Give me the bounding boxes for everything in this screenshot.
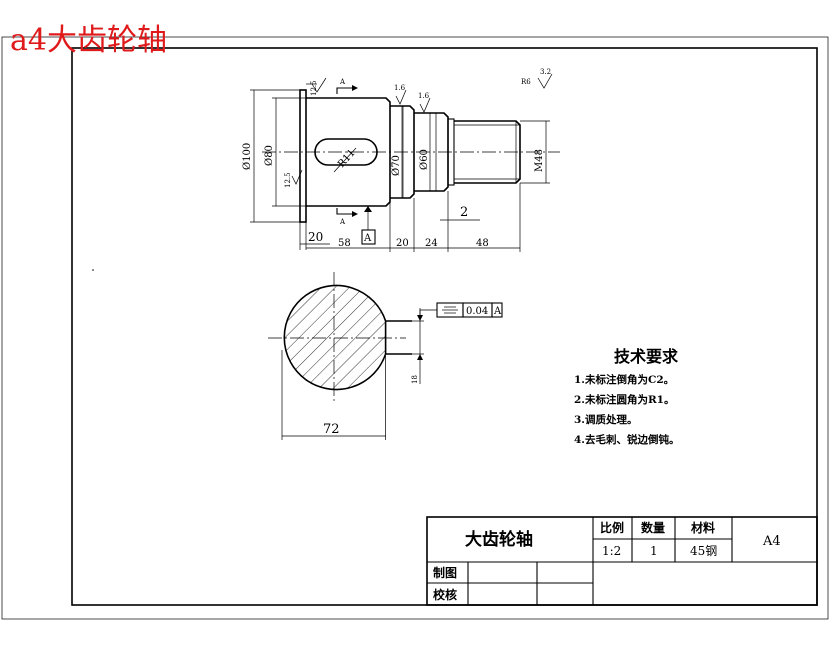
title-header-quantity: 数量	[641, 520, 665, 535]
svg-text:Ø100: Ø100	[242, 143, 253, 170]
dim-diameter-100: Ø100	[242, 89, 300, 223]
tech-req-title: 技术要求	[614, 347, 679, 366]
main-view: R11 A A A 12.5 12.5 1.6 1.6	[242, 68, 560, 252]
relief-groove	[447, 118, 455, 186]
title-drawn-by: 制图	[433, 565, 457, 580]
dim-length-58: 58	[338, 238, 351, 249]
tech-req-item-3: 3.调质处理。	[574, 413, 637, 426]
section-mark-bottom	[336, 208, 352, 215]
section-arrow-top	[352, 85, 358, 91]
svg-text:72: 72	[323, 422, 340, 437]
dim-thread-m48: M48	[520, 120, 550, 184]
title-checked-by: 校核	[433, 587, 457, 602]
title-header-scale: 比例	[600, 520, 624, 535]
flange-outline	[299, 89, 307, 223]
roughness-body-left: 12.5	[284, 169, 303, 188]
svg-text:M48: M48	[534, 149, 545, 172]
dim-length-48: 48	[476, 238, 489, 249]
dim-section-72: 72	[281, 350, 386, 440]
svg-text:Ø60: Ø60	[419, 149, 430, 170]
roughness-flange: 12.5	[306, 77, 327, 96]
title-block: 大齿轮轴 比例 数量 材料 1:2 1 45钢 A4 制图 校核	[426, 516, 818, 606]
title-sheet-size: A4	[762, 534, 781, 549]
svg-text:12.5: 12.5	[310, 80, 318, 96]
datum-triangle	[364, 206, 372, 212]
tech-req-item-4: 4.去毛刺、锐边倒钝。	[574, 433, 679, 446]
section-view: 18 0.04 A 72	[268, 272, 503, 440]
svg-text:R6: R6	[521, 78, 531, 86]
title-value-material: 45钢	[690, 544, 717, 558]
section-hatch	[284, 285, 386, 390]
keyway-radius-label: R11	[336, 148, 358, 170]
svg-text:18: 18	[411, 375, 419, 384]
svg-text:0.04: 0.04	[466, 306, 488, 317]
title-header-material: 材料	[690, 520, 715, 535]
dim-keyway-depth: 18	[411, 308, 424, 384]
section-arrow-bottom	[352, 211, 358, 217]
roughness-60: 1.6	[418, 92, 431, 113]
body-outline	[306, 97, 391, 207]
svg-text:Ø70: Ø70	[391, 155, 402, 176]
svg-text:1.6: 1.6	[394, 84, 406, 92]
svg-text:12.5: 12.5	[284, 172, 292, 188]
tech-req-item-2: 2.未标注圆角为R1。	[574, 393, 675, 406]
title-value-scale: 1:2	[602, 544, 621, 558]
outer-border	[1, 36, 829, 620]
dim-length-24: 24	[425, 238, 438, 249]
roughness-70: 1.6	[394, 84, 407, 105]
datum-box	[361, 229, 376, 245]
keyway-radius-leader	[333, 147, 357, 173]
tech-req-item-1: 1.未标注倒角为C2。	[574, 373, 674, 386]
dim-diameter-60: Ø60	[419, 113, 431, 191]
title-value-quantity: 1	[650, 544, 658, 558]
svg-text:A: A	[493, 306, 502, 317]
section-outline	[283, 284, 387, 391]
svg-text:2: 2	[460, 205, 468, 220]
step70-outline	[390, 105, 415, 199]
datum-label: A	[363, 233, 372, 244]
keyway-slot	[314, 138, 378, 166]
roughness-corner: R6 3.2	[521, 68, 553, 89]
stray-dot	[92, 269, 94, 271]
tolerance-frame: 0.04 A	[419, 302, 503, 318]
banner-title: a4大齿轮轴	[10, 23, 167, 58]
dim-diameter-70: Ø70	[391, 106, 403, 198]
dim-length-20: 20	[396, 238, 409, 249]
svg-text:Ø80: Ø80	[264, 145, 275, 166]
svg-text:3.2: 3.2	[540, 68, 551, 76]
section-mark-top-label: A	[339, 78, 346, 86]
title-part-name: 大齿轮轴	[465, 529, 533, 550]
dim-diameter-80: Ø80	[264, 97, 306, 207]
section-mark-bottom-label: A	[339, 218, 346, 226]
thread-outline	[454, 120, 521, 184]
dim-lengths	[299, 183, 521, 252]
dim-length-20-flange: 20	[308, 230, 323, 244]
section-mark-top	[336, 87, 352, 94]
svg-text:1.6: 1.6	[418, 92, 430, 100]
dim-groove-2: 2	[440, 205, 480, 221]
tech-requirements: 技术要求 1.未标注倒角为C2。 2.未标注圆角为R1。 3.调质处理。 4.去…	[574, 347, 679, 446]
